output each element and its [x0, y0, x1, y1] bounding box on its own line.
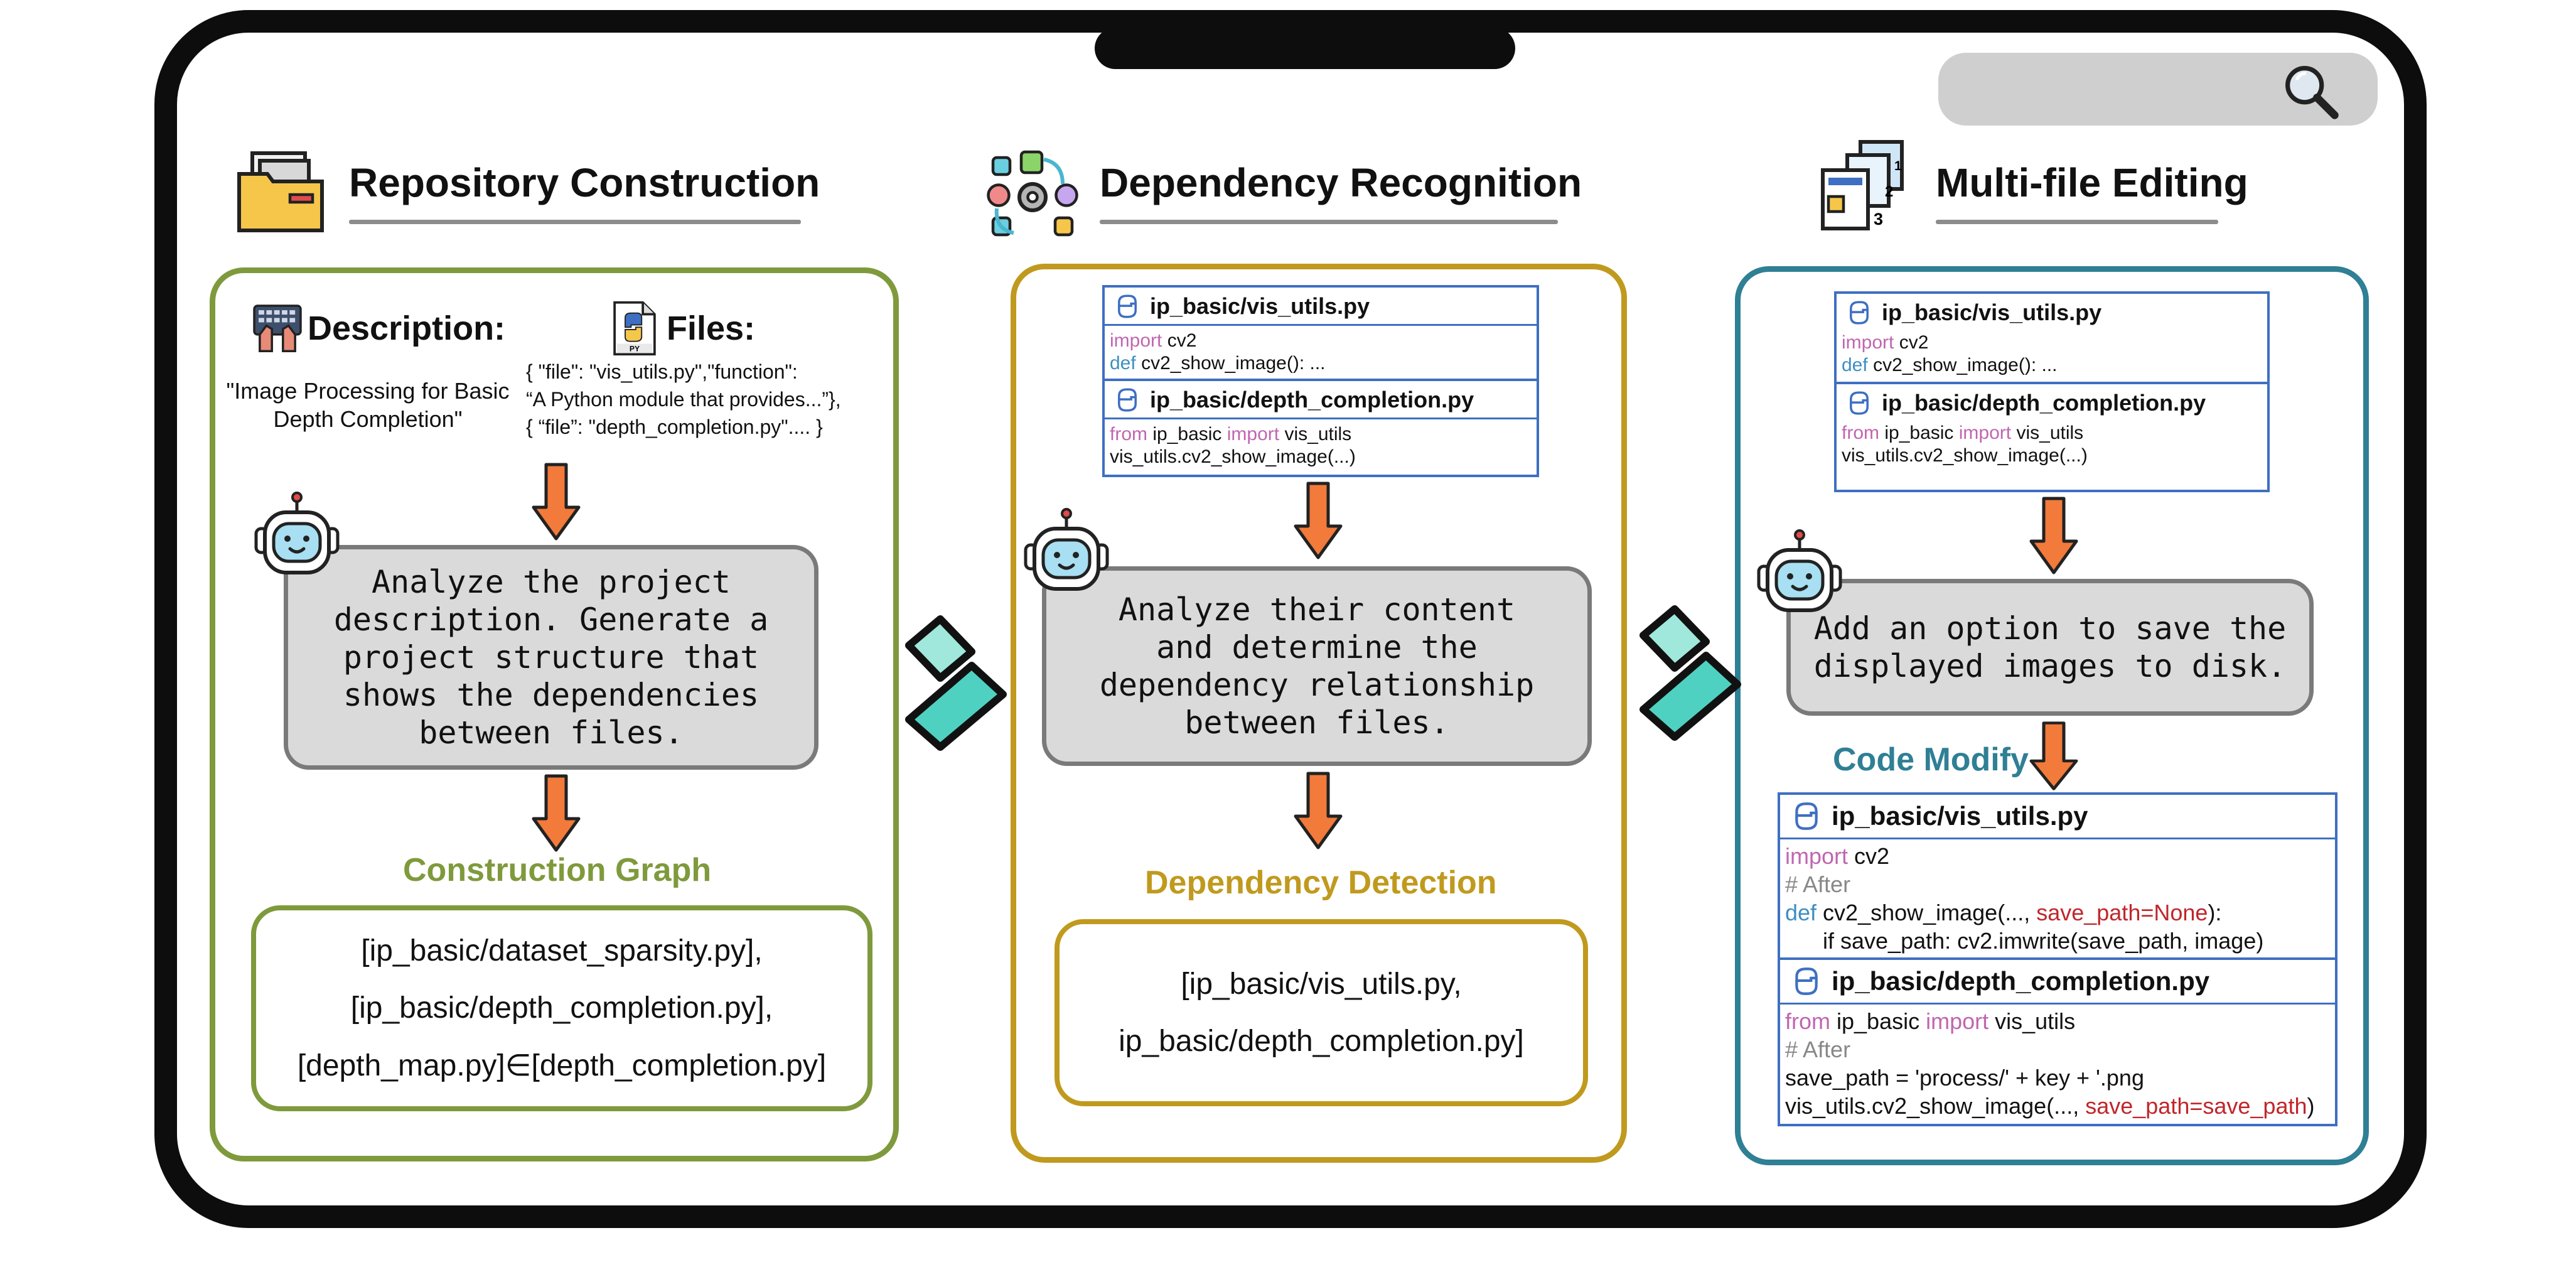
- code-file-name: ip_basic/depth_completion.py: [1832, 966, 2210, 996]
- search-icon[interactable]: [2277, 58, 2343, 123]
- down-arrow-icon: [1294, 482, 1343, 559]
- svg-text:1: 1: [1894, 159, 1902, 173]
- svg-text:2: 2: [1885, 183, 1893, 200]
- construction-graph-box: [ip_basic/dataset_sparsity.py], [ip_basi…: [251, 905, 872, 1111]
- code-file-name: ip_basic/depth_completion.py: [1882, 390, 2206, 416]
- code-section: ip_basic/depth_completion.py from ip_bas…: [1105, 379, 1537, 472]
- robot-icon: [1757, 529, 1842, 612]
- section-title-dependency-recognition: Dependency Recognition: [1100, 160, 1582, 205]
- prompt-box-dependency: Analyze their content and determine the …: [1042, 566, 1592, 766]
- description-text: "Image Processing for Basic Depth Comple…: [226, 378, 510, 432]
- robot-icon: [254, 492, 340, 574]
- svg-text:3: 3: [1874, 210, 1883, 229]
- connector-arrow-icon: [905, 615, 1007, 751]
- description-label: Description:: [308, 310, 506, 347]
- section-title-multi-file-editing: Multi-file Editing: [1936, 160, 2248, 205]
- prompt-box-edit: Add an option to save the displayed imag…: [1786, 579, 2314, 716]
- section-underline: [1100, 220, 1558, 224]
- python-icon: [1118, 388, 1137, 412]
- robot-icon: [1024, 508, 1109, 591]
- code-file-name: ip_basic/depth_completion.py: [1150, 387, 1474, 412]
- prompt-box-construction: Analyze the project description. Generat…: [284, 545, 818, 770]
- folder-icon: [237, 151, 324, 232]
- construction-graph-label: Construction Graph: [403, 852, 712, 888]
- section-underline: [349, 220, 801, 224]
- code-box-input-files: ip_basic/vis_utils.py import cv2 def cv2…: [1102, 285, 1539, 477]
- code-file-name: ip_basic/vis_utils.py: [1150, 293, 1370, 319]
- code-modify-label: Code Modify: [1833, 741, 2029, 778]
- stacked-files-icon: 3 2 1: [1821, 140, 1904, 230]
- dependency-detection-box: [ip_basic/vis_utils.py, ip_basic/depth_c…: [1055, 919, 1588, 1106]
- code-section: ip_basic/vis_utils.py import cv2 def cv2…: [1105, 288, 1537, 379]
- section-underline: [1936, 220, 2218, 224]
- python-file-icon: PY: [613, 301, 656, 356]
- code-section: ip_basic/depth_completion.py from ip_bas…: [1780, 957, 2335, 1123]
- section-title-repository-construction: Repository Construction: [349, 160, 820, 205]
- python-icon: [1850, 391, 1869, 415]
- keyboard-hands-icon: [253, 304, 302, 352]
- connector-arrow-icon: [1640, 605, 1741, 741]
- down-arrow-icon: [2029, 497, 2078, 574]
- down-arrow-icon: [2029, 721, 2078, 790]
- python-icon: [1118, 294, 1137, 318]
- down-arrow-icon: [532, 774, 581, 852]
- code-file-name: ip_basic/vis_utils.py: [1832, 801, 2088, 831]
- svg-text:PY: PY: [630, 345, 640, 353]
- files-label: Files:: [667, 310, 756, 347]
- code-section: ip_basic/vis_utils.py import cv2 # After…: [1780, 795, 2335, 957]
- code-box-input-files: ip_basic/vis_utils.py import cv2 def cv2…: [1834, 291, 2270, 492]
- down-arrow-icon: [532, 463, 581, 541]
- dependency-detection-label: Dependency Detection: [1145, 865, 1497, 901]
- code-file-name: ip_basic/vis_utils.py: [1882, 299, 2102, 325]
- code-section: ip_basic/vis_utils.py import cv2 def cv2…: [1842, 299, 2102, 375]
- code-box-modified-files: ip_basic/vis_utils.py import cv2 # After…: [1778, 792, 2337, 1126]
- workflow-gear-icon: [987, 150, 1078, 237]
- down-arrow-icon: [1294, 772, 1343, 849]
- files-json: { "file": "vis_utils.py","function": “A …: [526, 360, 841, 439]
- python-icon: [1850, 301, 1869, 325]
- python-icon: [1795, 967, 1818, 995]
- device-notch: [1095, 28, 1515, 69]
- code-section: ip_basic/depth_completion.py from ip_bas…: [1837, 382, 2267, 471]
- python-icon: [1795, 802, 1818, 830]
